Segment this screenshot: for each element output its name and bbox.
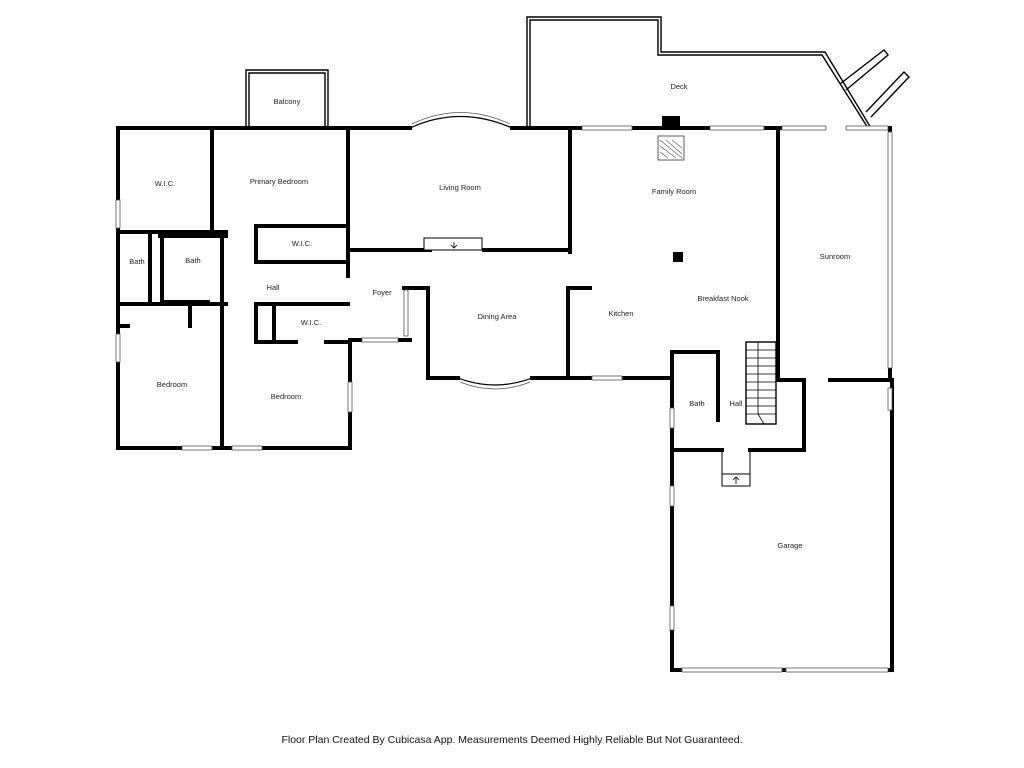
garage-steps bbox=[721, 452, 751, 487]
label-wic-primary: W.I.C. bbox=[155, 179, 175, 188]
label-bedroom-right: Bedroom bbox=[271, 392, 301, 401]
label-bath-right: Bath bbox=[689, 399, 704, 408]
balcony-outline bbox=[245, 69, 329, 128]
label-garage: Garage bbox=[777, 541, 802, 550]
bay-window-dining bbox=[457, 377, 533, 390]
floor-plan-caption: Floor Plan Created By Cubicasa App. Meas… bbox=[281, 734, 743, 746]
label-foyer: Foyer bbox=[372, 288, 392, 297]
interior-walls bbox=[116, 126, 806, 452]
label-family-room: Family Room bbox=[652, 187, 696, 196]
label-breakfast-nook: Breakfast Nook bbox=[697, 294, 749, 303]
label-wic-lower: W.I.C. bbox=[301, 318, 321, 327]
stairs bbox=[745, 341, 777, 425]
label-wic-middle: W.I.C. bbox=[292, 239, 312, 248]
label-dining-area: Dining Area bbox=[478, 312, 518, 321]
column bbox=[673, 252, 683, 262]
bay-window-living bbox=[409, 112, 513, 129]
label-hall-right: Hall bbox=[730, 399, 743, 408]
label-hall-left: Hall bbox=[267, 283, 280, 292]
living-cabinet bbox=[423, 237, 483, 251]
deck-outline bbox=[526, 16, 910, 129]
label-bath-left: Bath bbox=[185, 256, 200, 265]
fireplace bbox=[657, 116, 685, 161]
label-primary-bedroom: Primary Bedroom bbox=[250, 177, 308, 186]
label-sunroom: Sunroom bbox=[820, 252, 850, 261]
windows bbox=[115, 125, 893, 673]
label-kitchen: Kitchen bbox=[608, 309, 633, 318]
label-living-room: Living Room bbox=[439, 183, 481, 192]
label-bath-far-left: Bath bbox=[129, 257, 144, 266]
label-deck: Deck bbox=[670, 82, 687, 91]
label-balcony: Balcony bbox=[274, 97, 301, 106]
label-bedroom-left: Bedroom bbox=[157, 380, 187, 389]
